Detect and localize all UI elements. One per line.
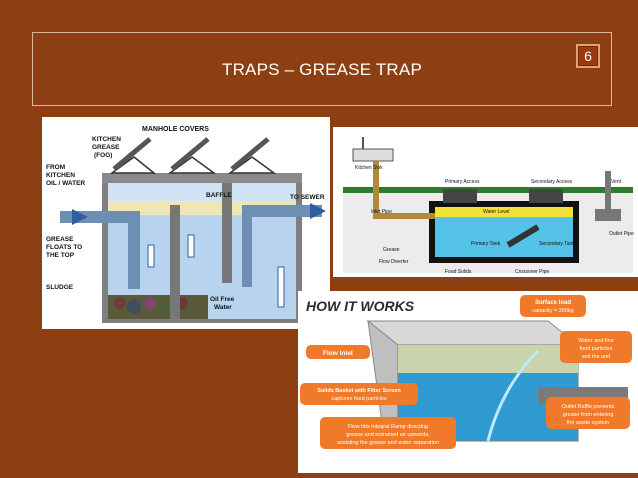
label-oil-free-1: Oil Free bbox=[210, 296, 235, 303]
label-secondary-tank: Secondary Tank bbox=[539, 241, 575, 247]
callout-water-exit: Water and fine food particles exit the u… bbox=[560, 331, 632, 363]
label-from-kitchen-3: OIL / WATER bbox=[46, 180, 85, 187]
label-food-solids: Food Solids bbox=[445, 269, 472, 275]
callout-integral-ramp: Flow hits Integral Ramp directing grease… bbox=[320, 417, 456, 449]
svg-text:Surface load: Surface load bbox=[535, 300, 571, 306]
how-it-works-image: HOW IT WORKS Surface load capacity = 200… bbox=[298, 291, 638, 473]
callout-flow-inlet: Flow Inlet bbox=[306, 345, 370, 359]
label-water-level: Water Level bbox=[483, 209, 510, 215]
label-primary-tank: Primary Tank bbox=[471, 241, 501, 247]
svg-text:captures food particles: captures food particles bbox=[331, 396, 387, 402]
label-inlet-pipe: Inlet Pipe bbox=[371, 209, 392, 215]
grease-trap-cross-section-image: MANHOLE COVERS KITCHEN GREASE (FOG) FROM… bbox=[42, 117, 330, 329]
svg-text:the waste system: the waste system bbox=[567, 420, 610, 426]
svg-text:Outlet Baffle prevents: Outlet Baffle prevents bbox=[562, 404, 615, 410]
svg-text:assisting the grease and water: assisting the grease and water separatio… bbox=[337, 440, 439, 446]
how-it-works-heading: HOW IT WORKS bbox=[306, 298, 415, 314]
label-from-kitchen-2: KITCHEN bbox=[46, 172, 75, 179]
title-box: TRAPS – GREASE TRAP bbox=[32, 32, 612, 106]
svg-text:grease and entrained air upwar: grease and entrained air upwards, bbox=[346, 432, 430, 438]
label-kitchen-grease-3: (FOG) bbox=[94, 152, 112, 159]
label-oil-free-2: Water bbox=[214, 304, 232, 311]
svg-text:Flow Inlet: Flow Inlet bbox=[323, 350, 354, 357]
label-kitchen-sink: Kitchen Sink bbox=[355, 165, 383, 171]
callout-surface-load: Surface load capacity = 200kg bbox=[520, 295, 586, 317]
svg-text:grease from entering: grease from entering bbox=[563, 412, 614, 418]
svg-text:Solids Basket with Filter Scre: Solids Basket with Filter Screen bbox=[317, 388, 401, 394]
callout-outlet-baffle: Outlet Baffle prevents grease from enter… bbox=[546, 397, 630, 429]
how-it-works-svg: HOW IT WORKS Surface load capacity = 200… bbox=[298, 291, 638, 473]
label-kitchen-grease-2: GREASE bbox=[92, 144, 120, 151]
svg-text:food particles: food particles bbox=[580, 346, 613, 352]
label-secondary-access: Secondary Access bbox=[531, 179, 573, 185]
label-from-kitchen-1: FROM bbox=[46, 164, 65, 171]
slide-title: TRAPS – GREASE TRAP bbox=[222, 60, 422, 79]
svg-text:Flow hits Integral Ramp direct: Flow hits Integral Ramp directing bbox=[348, 424, 428, 430]
underground-grease-trap-image: Kitchen Sink Primary Access Secondary Ac… bbox=[333, 127, 638, 277]
label-primary-access: Primary Access bbox=[445, 179, 480, 185]
label-vent: Vent bbox=[611, 179, 622, 185]
callout-solids-basket: Solids Basket with Filter Screen capture… bbox=[300, 383, 418, 405]
label-kitchen-grease-1: KITCHEN bbox=[92, 136, 121, 143]
cross-section-svg: MANHOLE COVERS KITCHEN GREASE (FOG) FROM… bbox=[42, 117, 330, 329]
svg-text:capacity = 200kg: capacity = 200kg bbox=[532, 308, 573, 314]
page-number-badge: 6 bbox=[576, 44, 600, 68]
label-flow-diverter: Flow Diverter bbox=[379, 259, 409, 265]
label-manhole-covers: MANHOLE COVERS bbox=[142, 126, 209, 133]
label-grease-floats-3: THE TOP bbox=[46, 252, 75, 259]
label-outlet-pipe: Outlet Pipe bbox=[609, 231, 634, 237]
svg-text:Water and fine: Water and fine bbox=[578, 338, 614, 344]
label-crossover-pipe: Crossover Pipe bbox=[515, 269, 549, 275]
svg-text:exit the unit: exit the unit bbox=[582, 354, 611, 360]
label-grease: Grease bbox=[383, 247, 400, 253]
underground-trap-svg: Kitchen Sink Primary Access Secondary Ac… bbox=[333, 127, 638, 277]
label-sludge: SLUDGE bbox=[46, 284, 74, 291]
label-grease-floats-2: FLOATS TO bbox=[46, 244, 82, 251]
label-baffle: BAFFLE bbox=[206, 192, 232, 199]
label-to-sewer: TO SEWER bbox=[290, 194, 325, 201]
label-grease-floats-1: GREASE bbox=[46, 236, 74, 243]
